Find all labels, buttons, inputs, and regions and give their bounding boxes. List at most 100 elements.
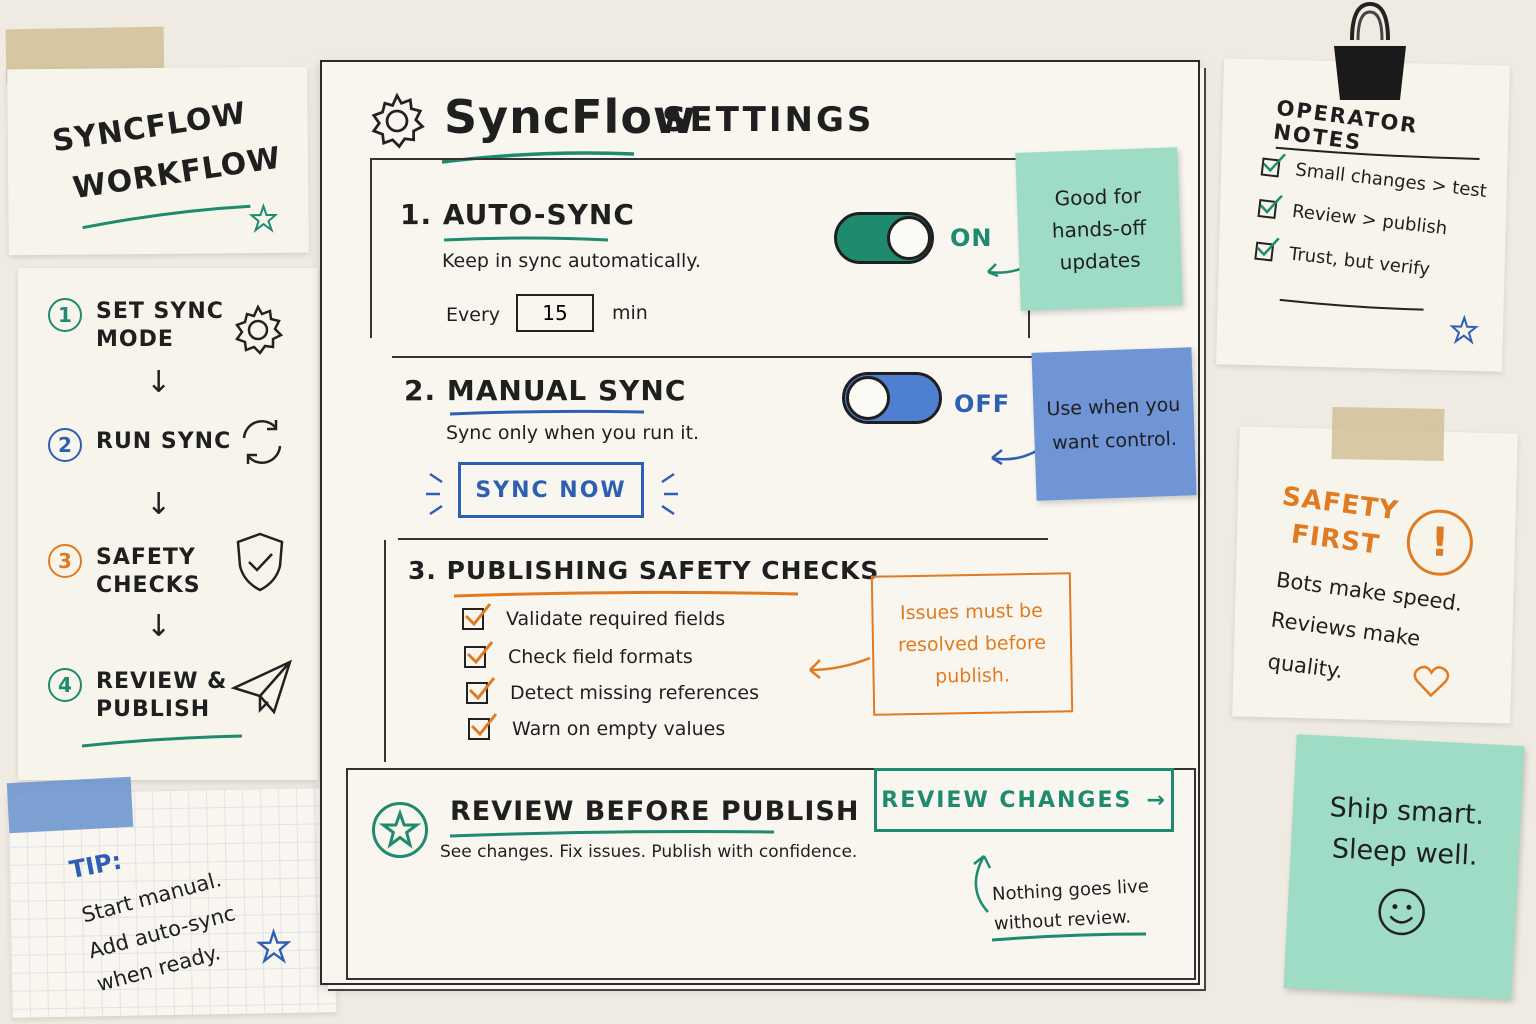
sync-now-button[interactable]: Sync Now bbox=[458, 462, 644, 518]
auto-sync-state: ON bbox=[950, 224, 993, 252]
step-label: Checks bbox=[96, 573, 201, 598]
section-divider bbox=[392, 356, 1032, 358]
step-number: 2 bbox=[48, 428, 82, 462]
underline-squiggle bbox=[453, 590, 799, 598]
step-number: 3 bbox=[48, 544, 82, 578]
checkbox[interactable] bbox=[468, 713, 498, 740]
step-number: 1 bbox=[48, 298, 82, 332]
underline-squiggle bbox=[81, 734, 243, 748]
step-label: Mode bbox=[96, 327, 174, 352]
star-icon bbox=[378, 808, 422, 849]
safety-title: 3. Publishing Safety Checks bbox=[408, 556, 880, 585]
safety-check-item[interactable]: Detect missing references bbox=[466, 677, 760, 704]
star-icon bbox=[256, 928, 292, 965]
gear-icon bbox=[235, 304, 284, 355]
checkbox bbox=[1254, 236, 1280, 262]
check-label: Validate required fields bbox=[506, 608, 726, 630]
auto-sync-title: 1. Auto-Sync bbox=[400, 198, 635, 231]
safety-first-line: quality. bbox=[1266, 649, 1345, 684]
check-label: Detect missing references bbox=[510, 682, 760, 704]
ship-smart-note: Ship smart. Sleep well. bbox=[1283, 734, 1525, 1000]
auto-sync-note: Good for hands-off updates bbox=[1015, 147, 1183, 311]
manual-sync-state: OFF bbox=[954, 390, 1011, 418]
note-line: Use when you bbox=[1046, 393, 1181, 421]
gear-icon bbox=[371, 92, 425, 149]
toggle-knob bbox=[887, 216, 931, 260]
section-divider bbox=[398, 538, 1048, 540]
manual-sync-toggle[interactable] bbox=[842, 372, 942, 424]
workflow-step-1: 1 Set Sync Mode bbox=[48, 298, 224, 354]
review-section bbox=[346, 768, 1196, 980]
sync-interval-input[interactable] bbox=[516, 294, 594, 332]
operator-note-item: Small changes > test bbox=[1260, 152, 1488, 202]
review-changes-label: Review Changes bbox=[881, 787, 1133, 813]
note-line: updates bbox=[1059, 247, 1141, 275]
checkbox[interactable] bbox=[462, 603, 492, 630]
step-label: Review & bbox=[96, 669, 228, 694]
auto-sync-description: Keep in sync automatically. bbox=[442, 250, 701, 272]
underline-squiggle bbox=[1279, 298, 1424, 311]
checkbox bbox=[1257, 194, 1284, 219]
unit-label: min bbox=[612, 302, 648, 324]
step-number: 4 bbox=[48, 668, 82, 702]
note-line: publish. bbox=[935, 664, 1011, 688]
underline-squiggle bbox=[82, 204, 251, 230]
checkbox[interactable] bbox=[466, 677, 496, 704]
note-line: want control. bbox=[1051, 427, 1178, 455]
star-icon bbox=[248, 202, 279, 233]
star-badge bbox=[372, 802, 428, 858]
tip-note: TIP: Start manual. Add auto-sync when re… bbox=[8, 787, 337, 1018]
review-description: See changes. Fix issues. Publish with co… bbox=[440, 842, 858, 862]
check-label: Check field formats bbox=[508, 646, 693, 668]
arrow-right-icon: → bbox=[1146, 787, 1167, 813]
alert-icon: ! bbox=[1406, 508, 1474, 577]
shield-check-icon bbox=[236, 532, 284, 592]
review-changes-button[interactable]: Review Changes → bbox=[874, 768, 1174, 832]
workflow-step-2: 2 Run Sync bbox=[48, 428, 231, 462]
underline-squiggle bbox=[443, 236, 609, 242]
auto-sync-toggle[interactable] bbox=[834, 212, 934, 264]
down-arrow-icon: ↓ bbox=[146, 609, 172, 644]
tape-strip bbox=[1331, 407, 1445, 461]
step-label: Set Sync bbox=[96, 299, 224, 324]
note-line: Good for bbox=[1054, 183, 1142, 211]
underline-squiggle bbox=[991, 932, 1147, 942]
step-label: Safety bbox=[96, 545, 196, 570]
safety-check-item[interactable]: Warn on empty values bbox=[468, 713, 726, 740]
down-arrow-icon: ↓ bbox=[146, 365, 172, 400]
star-icon bbox=[1449, 314, 1479, 345]
underline-squiggle bbox=[449, 830, 775, 838]
every-label: Every bbox=[446, 304, 500, 326]
arrow-icon bbox=[809, 656, 871, 679]
workflow-step-3: 3 Safety Checks bbox=[48, 544, 201, 600]
note-label: Trust, but verify bbox=[1287, 243, 1431, 281]
checkbox bbox=[1260, 152, 1287, 177]
paper-plane-icon bbox=[230, 659, 293, 715]
underline-squiggle bbox=[1275, 146, 1480, 161]
review-title: Review Before Publish bbox=[450, 796, 860, 827]
underline-squiggle bbox=[449, 409, 645, 416]
safety-note: Issues must be resolved before publish. bbox=[870, 572, 1074, 716]
safety-check-item[interactable]: Validate required fields bbox=[462, 603, 726, 630]
heart-icon bbox=[1413, 665, 1450, 698]
safety-check-item[interactable]: Check field formats bbox=[464, 641, 693, 668]
workflow-step-4: 4 Review & Publish bbox=[48, 668, 227, 724]
note-line: Sleep well. bbox=[1331, 833, 1479, 872]
manual-sync-description: Sync only when you run it. bbox=[446, 422, 700, 444]
note-label: Review > publish bbox=[1291, 200, 1449, 240]
operator-note-item: Trust, but verify bbox=[1254, 236, 1431, 281]
safety-section-border bbox=[384, 540, 386, 762]
workflow-title-card: SyncFlow Workflow bbox=[7, 66, 309, 256]
down-arrow-icon: ↓ bbox=[146, 487, 172, 522]
step-label: Run Sync bbox=[96, 429, 232, 454]
manual-sync-note: Use when you want control. bbox=[1031, 347, 1197, 501]
tip-label: TIP: bbox=[67, 846, 125, 885]
safety-first-title: First bbox=[1289, 519, 1382, 561]
tape-strip bbox=[6, 776, 134, 834]
page-title: Settings bbox=[662, 100, 875, 140]
binder-clip-icon bbox=[1334, 1, 1406, 100]
step-label: Publish bbox=[96, 697, 211, 722]
check-label: Warn on empty values bbox=[512, 718, 726, 740]
emphasis-marks bbox=[426, 472, 678, 516]
checkbox[interactable] bbox=[464, 641, 494, 668]
